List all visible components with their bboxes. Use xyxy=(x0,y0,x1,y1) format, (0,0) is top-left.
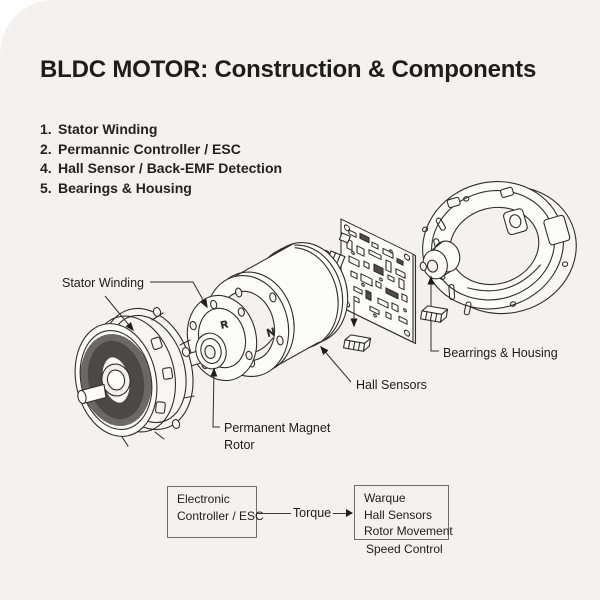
item-number: 5. xyxy=(40,179,52,196)
parts-list-item: 2. Permannic Controller / ESC xyxy=(40,140,282,160)
permanent-magnet-rotor-label-line1: Permanent Magnet xyxy=(224,421,331,435)
item-number: 2. xyxy=(40,140,52,157)
hall-sensor-chip-1 xyxy=(343,334,372,352)
flowchart-arrowhead-icon xyxy=(346,509,353,517)
item-label: Hall Sensor / Back-EMF Detection xyxy=(58,160,283,176)
rotor-r-marking: R xyxy=(220,319,229,331)
item-label: Bearings & Housing xyxy=(58,179,192,196)
flowchart-controller-box: Electronic Controller / ESC xyxy=(167,486,264,538)
item-label: Stator Winding xyxy=(58,121,158,137)
torque-label: Torque xyxy=(292,506,332,520)
pcb-board xyxy=(319,218,417,345)
stator-winding-texture xyxy=(80,335,152,425)
stator-assembly-part xyxy=(74,307,195,447)
bearings-housing-label: Bearrings & Housing xyxy=(443,346,558,360)
page-title: BLDC MOTOR: Construction & Components xyxy=(40,56,537,83)
pcb-small-component xyxy=(338,232,351,244)
leader-stator-winding-2 xyxy=(104,295,134,332)
leader-permanent-magnet-rotor xyxy=(210,367,220,428)
item-number: 4. xyxy=(40,160,52,176)
can-n-marking: N xyxy=(266,326,276,339)
parts-list-item: 5. Bearings & Housing xyxy=(40,179,282,199)
output-box-line2: Hall Sensors xyxy=(364,507,433,522)
stator-winding-label: Stator Winding xyxy=(62,276,144,290)
item-label: Permannic Controller / ESC xyxy=(58,140,241,157)
flowchart-output-box: Warque Hall Sensors Rotor Movement xyxy=(354,485,453,540)
flowchart-connector-line xyxy=(257,513,291,514)
parts-list-item: 1. Stator Winding xyxy=(40,120,282,140)
controller-box-line2: Controller / ESC xyxy=(177,508,264,523)
output-box-line3: Rotor Movement xyxy=(364,524,453,538)
ring-housing-part xyxy=(421,181,577,316)
flowchart-arrow-line xyxy=(333,513,346,514)
parts-list: 1. Stator Winding 2. Permannic Controller … xyxy=(40,120,282,198)
permanent-magnet-rotor-label-line2: Rotor xyxy=(224,438,255,452)
bearing-part xyxy=(419,240,461,280)
hall-sensors-label: Hall Sensors xyxy=(356,378,427,392)
leader-hall-sensors xyxy=(320,345,352,383)
hall-sensor-chip-2 xyxy=(420,305,449,323)
speed-control-caption: Speed Control xyxy=(366,542,443,556)
parts-list-item: 4. Hall Sensor / Back-EMF Detection xyxy=(40,159,282,179)
leader-stator-winding xyxy=(150,281,208,309)
controller-box-line1: Electronic xyxy=(177,492,230,506)
leader-bearings-housing xyxy=(427,275,439,352)
item-number: 1. xyxy=(40,121,52,137)
output-box-line1: Warque xyxy=(364,491,406,505)
